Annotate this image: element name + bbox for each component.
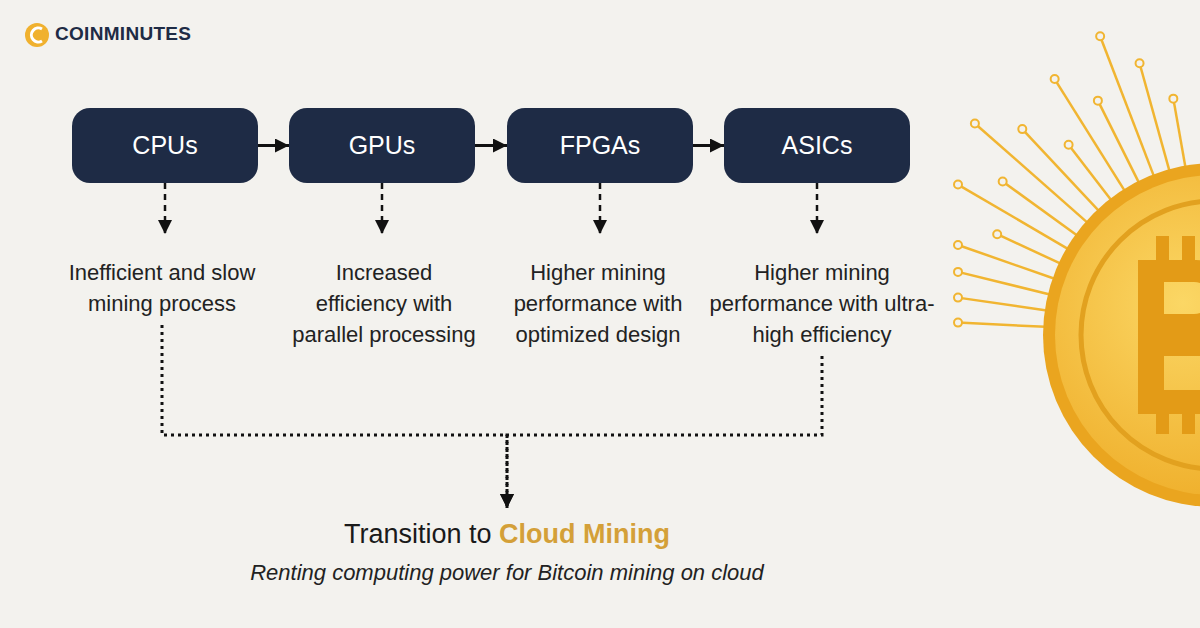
- symbol-lower: [1138, 330, 1200, 414]
- circuit-pad: [954, 181, 962, 189]
- merge-connector: [507, 356, 822, 508]
- description-text: Higher mining performance with ultra-hig…: [702, 234, 942, 356]
- box-label: CPUs: [132, 131, 197, 160]
- process-box: ASICs: [724, 108, 910, 183]
- coin-rim: [1043, 163, 1200, 507]
- merge-connector: [162, 325, 507, 508]
- bitcoin-symbol: [1138, 236, 1200, 434]
- circuit-trace: [958, 298, 1047, 311]
- flow-arrow: [258, 144, 289, 147]
- circuit-trace: [1098, 101, 1139, 183]
- dashed-arrow: [164, 183, 167, 234]
- logo-coin: [25, 23, 49, 47]
- conclusion-title: Transition toCloud Mining: [127, 516, 887, 552]
- dashed-arrow: [816, 183, 819, 234]
- circuit-trace: [1173, 99, 1185, 168]
- circuit-pad: [1065, 141, 1073, 149]
- coin-ring: [1081, 201, 1200, 469]
- brand-logo: COINMINUTES: [55, 23, 191, 45]
- subtitle-text: Renting computing power for Bitcoin mini…: [127, 558, 887, 588]
- circuit-pad: [1096, 32, 1104, 40]
- circuit-pad: [1136, 59, 1144, 67]
- description-text: Inefficient and slow mining process: [67, 234, 257, 325]
- description-text: Increased efficiency with parallel proce…: [289, 234, 479, 356]
- circuit-pad: [993, 230, 1001, 238]
- circuit-pad: [971, 119, 979, 127]
- dashed-arrow: [381, 183, 384, 234]
- circuit-trace: [958, 272, 1050, 295]
- circuit-trace: [1100, 36, 1154, 176]
- circuit-pad: [954, 241, 962, 249]
- flow-arrow: [693, 144, 724, 147]
- circuit-pad: [1094, 97, 1102, 105]
- description-label: Higher mining performance with ultra-hig…: [702, 257, 942, 350]
- circuit-pad: [1018, 125, 1026, 133]
- dashed-arrow: [599, 183, 602, 234]
- circuit-pad: [1169, 95, 1177, 103]
- description-label: Increased efficiency with parallel proce…: [289, 257, 479, 350]
- circuit-trace: [958, 245, 1055, 279]
- process-box: CPUs: [72, 108, 258, 183]
- description-text: Higher mining performance with optimized…: [503, 234, 693, 356]
- description-label: Higher mining performance with optimized…: [503, 257, 693, 350]
- conclusion-node: Transition toCloud MiningRenting computi…: [127, 508, 887, 588]
- logo-mark: [31, 28, 42, 42]
- box-label: GPUs: [349, 131, 416, 160]
- symbol-upper: [1138, 260, 1200, 336]
- process-box: FPGAs: [507, 108, 693, 183]
- circuit-trace: [958, 185, 1068, 250]
- flow-arrow: [475, 144, 507, 147]
- description-label: Inefficient and slow mining process: [67, 257, 257, 319]
- bitcoin-coin: [1043, 163, 1200, 507]
- circuit-trace: [1003, 182, 1078, 236]
- circuit-trace: [997, 234, 1061, 263]
- box-label: FPGAs: [560, 131, 641, 160]
- circuit-pad: [954, 319, 962, 327]
- circuit-pad: [954, 294, 962, 302]
- highlight-text: Cloud Mining: [499, 519, 670, 549]
- circuit-trace: [975, 123, 1088, 222]
- process-box: GPUs: [289, 108, 475, 183]
- connectors: [162, 146, 822, 509]
- box-label: ASICs: [782, 131, 853, 160]
- title-text: Transition to: [344, 519, 492, 549]
- circuit-pad: [954, 268, 962, 276]
- circuit-trace: [958, 323, 1045, 327]
- circuit-pad: [999, 178, 1007, 186]
- logo-icon: [25, 23, 49, 47]
- circuit-trace: [1069, 145, 1112, 200]
- coin-face: [1055, 175, 1200, 495]
- circuit-pad: [1051, 75, 1059, 83]
- circuit-trace: [1140, 63, 1170, 171]
